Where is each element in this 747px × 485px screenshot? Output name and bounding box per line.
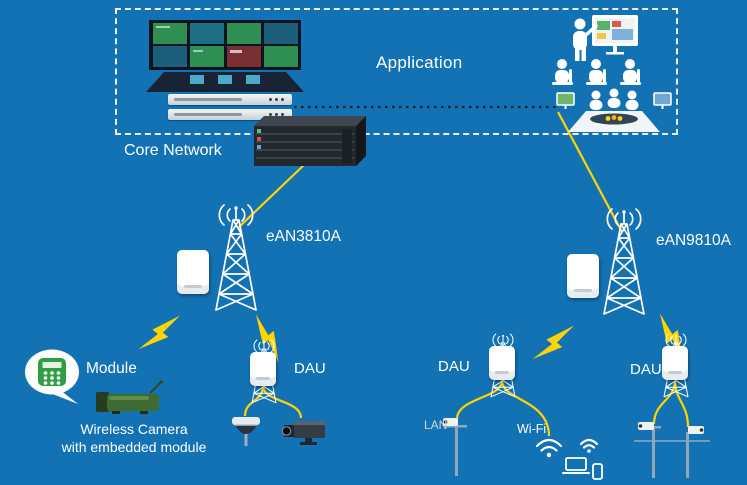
- core-network-label: Core Network: [124, 142, 222, 159]
- application-box: [115, 8, 678, 135]
- application-label: Application: [376, 53, 463, 72]
- caption-line-1: Wireless Camera: [80, 421, 188, 437]
- link-dau2-lan: [455, 380, 504, 420]
- wireless-camera-caption: Wireless Camera with embedded module: [28, 420, 240, 456]
- rack-server-unit: [168, 94, 292, 105]
- rack-server-icon: [168, 94, 292, 120]
- access-point-icon: [177, 250, 209, 294]
- box-camera-icon: [281, 421, 325, 445]
- access-point-icon: [250, 352, 276, 386]
- wifi-label: Wi-Fi: [517, 422, 547, 436]
- camera-module-icon: [96, 380, 164, 414]
- ean3810a-label: eAN3810A: [266, 228, 341, 245]
- rack-server-unit: [168, 109, 292, 120]
- module-bubble-icon: [25, 349, 79, 404]
- wifi-icon: [535, 438, 603, 480]
- access-point-icon: [489, 346, 515, 380]
- video-conference-icon: [556, 88, 672, 132]
- link-dau3-camera-right: [673, 380, 690, 428]
- pole-camera-icon: [634, 422, 710, 478]
- link-core-to-ean3810a: [237, 163, 306, 229]
- pole-camera-icon: [443, 418, 467, 476]
- lightning-bolt-icon: [138, 315, 180, 350]
- caption-line-2: with embedded module: [61, 439, 207, 455]
- dome-camera-icon: [232, 417, 260, 446]
- dau-middle-label: DAU: [438, 358, 470, 375]
- link-dau2-wifi: [500, 380, 551, 437]
- lightning-bolt-icon: [255, 314, 279, 363]
- control-room-icon: [146, 20, 304, 92]
- dau-left-label: DAU: [294, 360, 326, 377]
- access-point-icon: [662, 346, 688, 380]
- lightning-bolt-icon: [532, 325, 574, 360]
- presentation-icon: [552, 15, 641, 85]
- module-label: Module: [86, 360, 137, 377]
- lan-label: LAN: [424, 418, 448, 432]
- ean9810a-label: eAN9810A: [656, 232, 731, 249]
- link-dau1-dome-camera: [243, 385, 265, 417]
- access-point-icon: [567, 254, 599, 298]
- dau-right-label: DAU: [630, 361, 662, 378]
- link-dau1-box-camera: [261, 385, 303, 419]
- core-chassis-icon: [254, 116, 366, 166]
